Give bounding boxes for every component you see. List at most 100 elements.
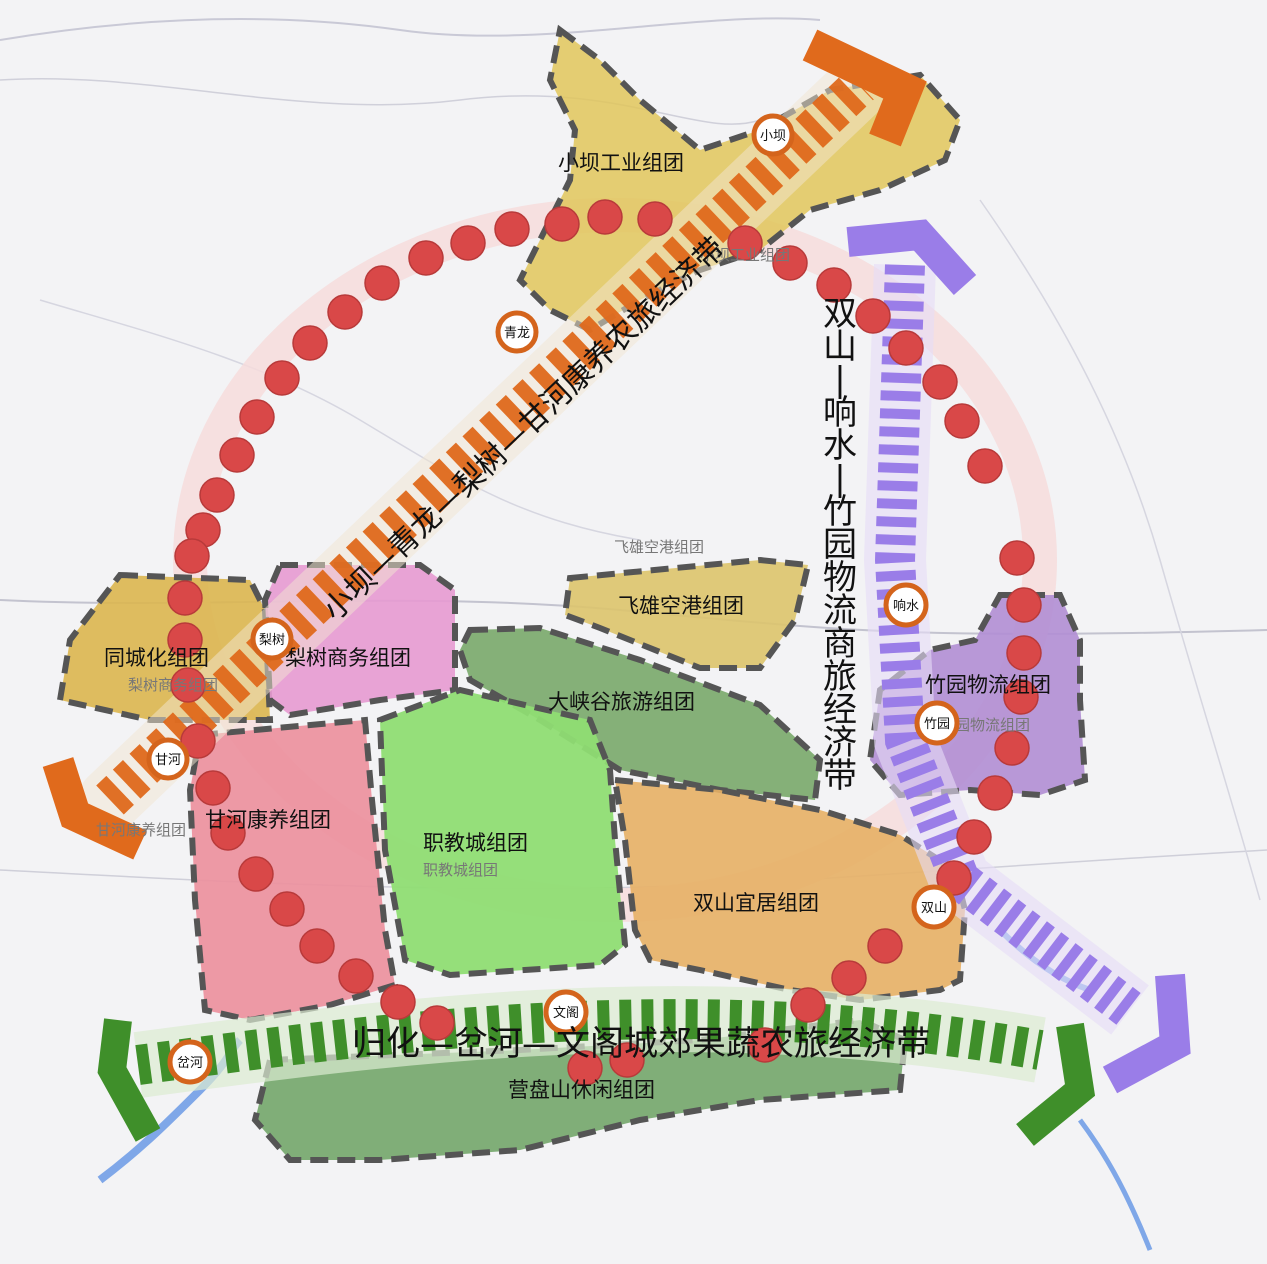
ring-dot	[999, 540, 1035, 576]
ring-dot	[408, 240, 444, 276]
node-chahe: 岔河	[167, 1039, 213, 1085]
orange-belt	[42, 29, 927, 860]
ring-dot	[888, 330, 924, 366]
node-lishu: 梨树	[250, 617, 294, 661]
node-label: 青龙	[504, 326, 530, 341]
purple-chevron-southeast	[1102, 973, 1191, 1094]
zone-label-yingpanshan: 营盘山休闲组团	[508, 1078, 655, 1102]
orange-chevron-ne	[802, 29, 927, 147]
ring-dot	[299, 928, 335, 964]
ring-dot	[1006, 635, 1042, 671]
zone-labels: 小坝工业组团 同城化组团 梨树商务组团 飞雄空港组团 大峡谷旅游组团 竹园物流组…	[104, 151, 1051, 1102]
ghost-label: 飞雄空港组团	[614, 538, 704, 556]
ring-dot	[609, 1042, 645, 1078]
ring-dot	[1006, 587, 1042, 623]
ring-dot	[174, 538, 210, 574]
ring-dot	[210, 815, 246, 851]
ring-dot	[637, 201, 673, 237]
ring-dot	[944, 403, 980, 439]
ring-dot	[727, 225, 763, 261]
ring-dot	[269, 891, 305, 927]
zone-ganhe-health	[186, 716, 399, 1024]
zone-label-lishu: 梨树商务组团	[285, 646, 411, 670]
ring-dot	[747, 1027, 783, 1063]
node-label: 文阁	[553, 1006, 579, 1021]
green-chevron-west	[97, 1018, 161, 1142]
ring-dot	[816, 267, 852, 303]
node-zhuyuan: 竹园	[914, 700, 960, 746]
ghost-label: 甘河康养组团	[96, 821, 186, 839]
node-xiaoba: 小坝	[751, 113, 795, 157]
node-qinglong: 青龙	[495, 310, 539, 354]
ring-dot	[855, 298, 891, 334]
ring-dot	[195, 770, 231, 806]
purple-belt	[846, 219, 1191, 1094]
ring-dot	[264, 360, 300, 396]
zone-label-ganhe: 甘河康养组团	[205, 808, 331, 832]
ring-dot	[967, 448, 1003, 484]
ring-dot	[494, 211, 530, 247]
ring-dot	[292, 325, 328, 361]
node-label: 双山	[921, 901, 947, 916]
zone-label-feixiong: 飞雄空港组团	[618, 594, 744, 618]
node-label: 竹园	[924, 717, 950, 732]
node-label: 岔河	[177, 1056, 203, 1071]
node-wenge: 文阁	[543, 989, 589, 1035]
ring-dot	[327, 294, 363, 330]
ring-dot	[450, 225, 486, 261]
ring-dot	[587, 199, 623, 235]
ring-dot	[338, 958, 374, 994]
ghost-label: 竹园物流组团	[940, 716, 1030, 734]
ring-dot	[790, 987, 826, 1023]
node-label: 梨树	[259, 633, 285, 648]
ghost-labels: 飞雄空港组团 梨树商务组团 甘河康养组团 职教城组团 竹园物流组团 小坝工业组团	[96, 246, 1030, 879]
ring-dot	[219, 437, 255, 473]
ring-dot	[170, 667, 206, 703]
ring-dot	[199, 477, 235, 513]
zone-feixiong-airport	[561, 556, 812, 671]
zone-label-shuangshan: 双山宜居组团	[693, 891, 819, 915]
ring-dot	[567, 1050, 603, 1086]
ring-dot	[364, 265, 400, 301]
ring-dot	[994, 730, 1030, 766]
node-ganhe: 甘河	[146, 737, 190, 781]
ghost-label: 职教城组团	[423, 861, 498, 879]
ring-dot	[922, 364, 958, 400]
ring-dot	[167, 622, 203, 658]
ring-dot	[167, 580, 203, 616]
ring-dot	[419, 1005, 455, 1041]
node-xiangshui: 响水	[883, 582, 929, 628]
ring-dot	[977, 775, 1013, 811]
node-label: 小坝	[760, 129, 786, 144]
ring-dot	[831, 960, 867, 996]
ring-dot	[1003, 679, 1039, 715]
ring-dot	[180, 723, 216, 759]
zone-vocational-city	[376, 686, 629, 979]
zone-label-tongchenghua: 同城化组团	[104, 646, 209, 670]
green-belt-label: 归化—岔河—文阁城郊果蔬农旅经济带	[352, 1024, 930, 1064]
ring-dot	[380, 984, 416, 1020]
ring-dot	[544, 206, 580, 242]
nodes: 小坝 青龙 梨树 甘河 响水 竹园 双山 文阁	[146, 113, 960, 1085]
ring-dot	[238, 856, 274, 892]
green-chevron-east	[1016, 1022, 1096, 1146]
ring-dot	[239, 399, 275, 435]
zone-label-vocational: 职教城组团	[423, 831, 528, 855]
ghost-label: 梨树商务组团	[128, 676, 218, 694]
ring-dot	[936, 860, 972, 896]
purple-chevron-north	[846, 219, 977, 296]
orange-chevron-sw	[42, 757, 147, 860]
zone-label-xiaoba: 小坝工业组团	[558, 151, 684, 175]
node-shuangshan: 双山	[911, 884, 957, 930]
zone-label-zhuyuan: 竹园物流组团	[925, 673, 1051, 697]
zone-grand-canyon	[456, 624, 824, 804]
ring-dot	[956, 819, 992, 855]
ghost-label: 小坝工业组团	[700, 246, 790, 264]
ring-dots	[167, 199, 1042, 1086]
node-label: 响水	[893, 598, 919, 614]
zone-label-canyon: 大峡谷旅游组团	[548, 690, 695, 714]
ring-dot	[772, 245, 808, 281]
purple-belt-label: 双山|响水|竹园物流商旅经济带	[823, 294, 857, 796]
node-label: 甘河	[155, 753, 181, 768]
